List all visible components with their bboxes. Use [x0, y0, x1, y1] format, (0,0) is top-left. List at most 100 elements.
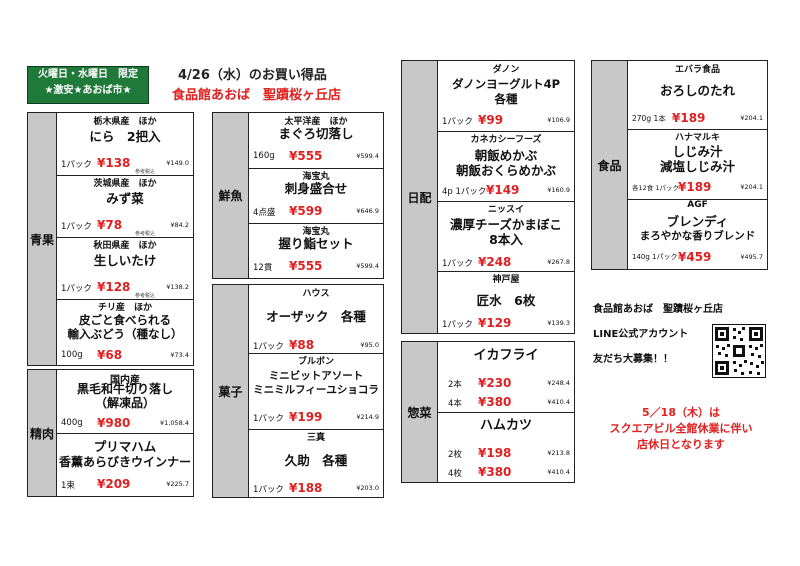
product-name: 刺身盛合せ	[284, 181, 348, 196]
product-cell: 海宝丸 握り鮨セット 12貫 ¥555 ¥599.4	[249, 223, 383, 278]
product-name-line2: まろやかな香りブレンド	[639, 230, 756, 242]
product-price: ¥555	[289, 149, 323, 163]
product-name: みず菜	[106, 191, 144, 206]
product-price: ¥189	[672, 111, 706, 125]
product-price: ¥189	[678, 180, 712, 194]
friends-invite: 友だち大募集！！	[593, 354, 673, 365]
product-name-line2: 香薫あらびきウインナー	[58, 455, 191, 469]
product-name-line2: （解凍品）	[94, 396, 155, 410]
tax-included-price: ¥95.0	[360, 341, 379, 349]
product-cell: 秋田県産 ほか 生しいたけ 1パック ¥128 ¥138.2 参考税込	[57, 237, 193, 300]
product-name: プリマハム	[93, 439, 157, 454]
ref-note: 参考税込	[135, 293, 156, 299]
product-name: にら 2把入	[89, 129, 161, 144]
product-name: 黒毛和牛切り落し	[76, 382, 173, 396]
product-origin: ダノン	[492, 65, 520, 75]
product-unit: 270g 1本	[632, 114, 666, 123]
product-price: ¥88	[289, 338, 315, 352]
product-name-line2: 輸入ぶどう（種なし）	[67, 327, 183, 341]
tax-included-price: ¥214.9	[356, 413, 379, 421]
qr-code-icon	[715, 327, 764, 375]
product-price: ¥78	[97, 218, 123, 232]
product-unit: 2本	[448, 380, 462, 390]
badge-line-2: ★激安★あおば市★	[44, 85, 132, 96]
product-origin: ハウス	[302, 289, 330, 299]
product-unit: 1束	[61, 481, 75, 491]
product-unit: 1パック	[442, 320, 473, 330]
product-unit: 1パック	[253, 485, 284, 495]
tax-included-price: ¥84.2	[170, 221, 189, 229]
tax-included-price: ¥160.9	[547, 186, 570, 194]
product-price: ¥128	[97, 280, 131, 294]
product-unit: 1パック	[253, 414, 284, 424]
product-name: ミニビットアソート	[268, 370, 364, 382]
product-unit: 1パック	[61, 222, 92, 232]
product-cell: ニッスイ 濃厚チーズかまぼこ 8本入 1パック ¥248 ¥267.8	[438, 201, 574, 272]
product-unit: 1パック	[253, 342, 284, 352]
category-label: 食品	[592, 61, 628, 269]
product-name: オーザック 各種	[266, 309, 366, 324]
notice-date: 5／18（木）は	[642, 406, 720, 419]
product-cell: ブルボン ミニビットアソート ミニミルフィーユショコラ 1パック ¥199 ¥2…	[249, 353, 383, 430]
product-price: ¥138	[97, 156, 131, 170]
product-cell: 栃木県産 ほか にら 2把入 1パック ¥138 ¥149.0 参考税込	[57, 113, 193, 176]
product-unit: 2枚	[448, 450, 462, 460]
category-label: 青果	[28, 113, 57, 365]
sale-date: 4/26（水）のお買い得品	[178, 68, 327, 83]
product-price: ¥199	[289, 410, 323, 424]
product-origin: AGF	[687, 200, 708, 210]
product-cell: 太平洋産 ほか まぐろ切落し 160g ¥555 ¥599.4	[249, 113, 383, 169]
product-price: ¥99	[478, 113, 504, 127]
product-name-line2: ミニミルフィーユショコラ	[253, 384, 379, 396]
line-qr-code[interactable]	[712, 324, 766, 378]
product-price: ¥459	[678, 250, 712, 264]
ref-note: 参考税込	[135, 169, 156, 175]
product-origin: 栃木県産 ほか	[93, 117, 157, 127]
section-grocery: 食品 エバラ食品 おろしのたれ 270g 1本 ¥189 ¥204.1 ハナマル…	[591, 60, 768, 270]
product-price: ¥129	[478, 316, 512, 330]
category-label: 日配	[402, 61, 438, 333]
product-price: ¥599	[289, 204, 323, 218]
product-cell: ハナマルキ しじみ汁 減塩しじみ汁 各12食 1パック ¥189 ¥204.1	[628, 129, 767, 200]
product-price: ¥68	[97, 348, 123, 362]
product-unit: 4p 1パック	[442, 187, 487, 197]
ref-note: 参考税込	[135, 231, 156, 237]
product-price: ¥380	[478, 395, 512, 409]
tax-included-price: ¥213.8	[547, 449, 570, 457]
section-deli: 惣菜 イカフライ 2本 ¥230 ¥248.4 4本 ¥380 ¥410.4 ハ…	[401, 341, 575, 483]
product-unit: 12貫	[253, 263, 273, 273]
product-origin: 海宝丸	[302, 172, 330, 182]
product-cell: ハウス オーザック 各種 1パック ¥88 ¥95.0	[249, 285, 383, 354]
product-unit: 1パック	[442, 117, 473, 127]
product-origin: 神戸屋	[492, 275, 520, 285]
section-meat: 精肉 国内産 黒毛和牛切り落し （解凍品） 400g ¥980 ¥1,058.4…	[27, 369, 194, 497]
product-unit: 1パック	[442, 259, 473, 269]
category-label: 鮮魚	[213, 113, 249, 278]
info-store-name: 食品館あおば 聖蹟桜ヶ丘店	[593, 304, 723, 315]
tax-included-price: ¥248.4	[547, 379, 570, 387]
product-origin: 茨城県産 ほか	[93, 179, 157, 189]
tax-included-price: ¥646.9	[356, 207, 379, 215]
product-name: ハムカツ	[479, 418, 532, 433]
tax-included-price: ¥410.4	[547, 398, 570, 406]
tax-included-price: ¥204.1	[740, 114, 763, 122]
product-cell: 三真 久助 各種 1パック ¥188 ¥203.0	[249, 429, 383, 497]
tax-included-price: ¥410.4	[547, 468, 570, 476]
product-unit: 400g	[61, 418, 83, 428]
tax-included-price: ¥599.4	[356, 262, 379, 270]
product-name: ブレンディ	[666, 214, 729, 229]
tax-included-price: ¥599.4	[356, 152, 379, 160]
tax-included-price: ¥1,058.4	[160, 419, 189, 427]
notice-closed: 店休日となります	[637, 438, 725, 451]
tax-included-price: ¥139.3	[547, 319, 570, 327]
store-name: 食品館あおば 聖蹟桜ヶ丘店	[172, 88, 342, 103]
product-origin: ハナマルキ	[674, 133, 720, 143]
product-unit: 1パック	[61, 160, 92, 170]
product-cell: 神戸屋 匠水 6枚 1パック ¥129 ¥139.3	[438, 271, 574, 333]
tax-included-price: ¥495.7	[740, 253, 763, 261]
product-unit: 4本	[448, 399, 462, 409]
product-cell: 国内産 黒毛和牛切り落し （解凍品） 400g ¥980 ¥1,058.4	[57, 370, 193, 434]
product-name-line2: 減塩しじみ汁	[659, 159, 735, 174]
notice-reason: スクエアビル全館休業に伴い	[609, 422, 753, 435]
product-name: 生しいたけ	[93, 253, 157, 268]
